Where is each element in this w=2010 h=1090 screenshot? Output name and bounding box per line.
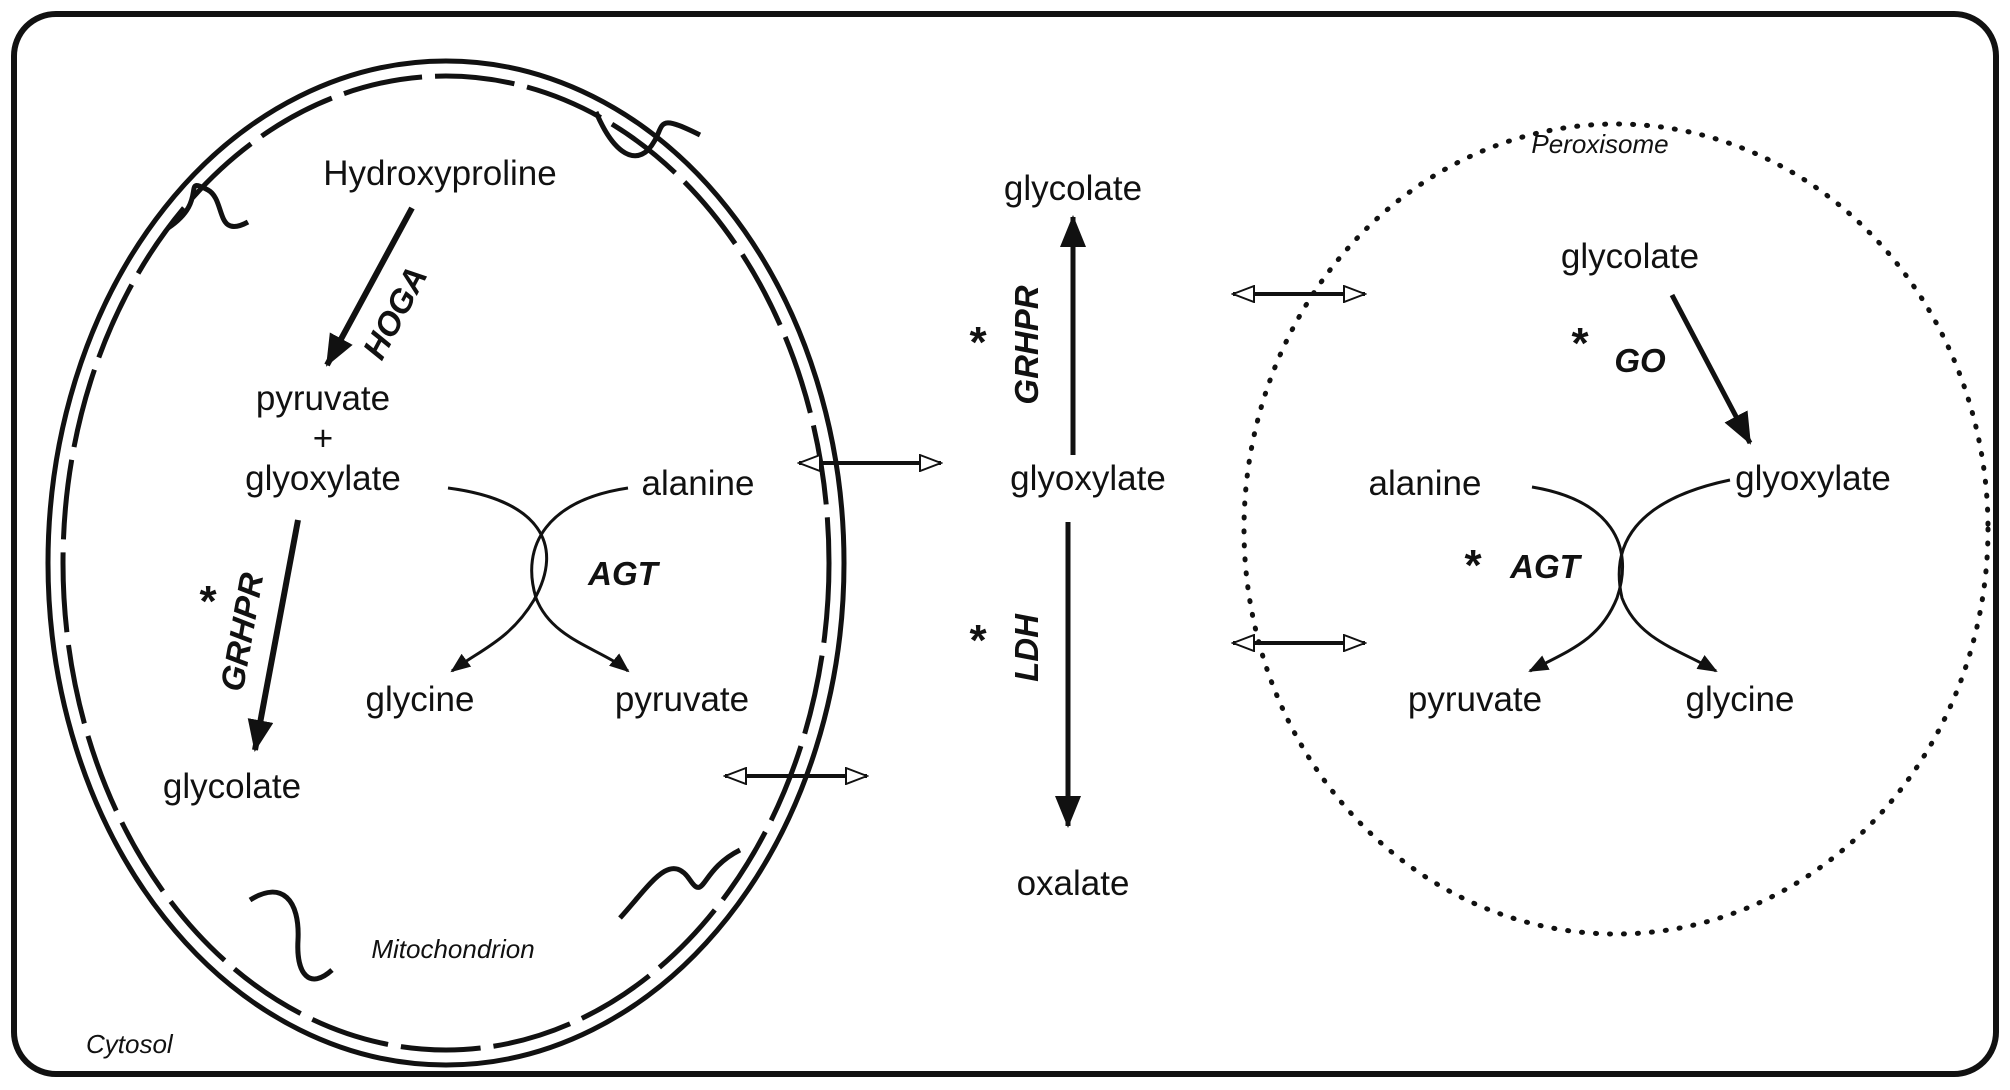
- glycolate-label: glycolate: [163, 767, 301, 806]
- alanine-label: alanine: [642, 464, 755, 503]
- pyruvate-label: pyruvate: [615, 680, 749, 719]
- grhpr-enzyme-label: GRHPR: [1008, 285, 1045, 404]
- agt-reaction-curve: [1617, 478, 1731, 673]
- plus-sign: +: [313, 419, 333, 458]
- agt-asterisk: *: [1464, 541, 1482, 590]
- mitochondrion-outer-membrane: [45, 58, 847, 1068]
- hoga-arrow: [324, 206, 415, 367]
- grhpr-enzyme-label: GRHPR: [213, 570, 270, 694]
- grhpr-asterisk: *: [199, 577, 217, 626]
- crista: [593, 111, 702, 159]
- ldh-asterisk: *: [969, 616, 987, 665]
- peroxisome-label: Peroxisome: [1531, 129, 1668, 159]
- grhpr-arrow: [247, 519, 301, 752]
- glycine-label: glycine: [1686, 680, 1795, 719]
- pyruvate-label: pyruvate: [1408, 680, 1542, 719]
- glycolate-label: glycolate: [1004, 169, 1142, 208]
- mitochondrion-label: Mitochondrion: [371, 934, 534, 964]
- agt-reaction-curve: [530, 486, 630, 673]
- crista: [248, 889, 334, 982]
- glycine-label: glycine: [366, 680, 475, 719]
- peroxisome-membrane: [1241, 121, 1991, 937]
- glyoxylate-label: glyoxylate: [1010, 459, 1166, 498]
- mitochondrion-inner-membrane: [60, 73, 832, 1053]
- cytosol-label: Cytosol: [86, 1029, 174, 1059]
- ldh-enzyme-label: LDH: [1008, 613, 1045, 682]
- alanine-label: alanine: [1369, 464, 1482, 503]
- go-enzyme-label: GO: [1614, 342, 1666, 379]
- agt-reaction-curve: [1528, 485, 1625, 673]
- peroxisome: Peroxisome glycolate * GO glyoxylate ala…: [1241, 121, 1991, 937]
- cytosol-pathway: glycolate * GRHPR glyoxylate * LDH oxala…: [969, 169, 1165, 903]
- hoga-enzyme-label: HOGA: [355, 260, 434, 365]
- hydroxyproline-label: Hydroxyproline: [323, 154, 556, 193]
- grhpr-asterisk: *: [969, 318, 987, 367]
- agt-enzyme-label: AGT: [587, 555, 661, 592]
- crista: [618, 847, 742, 920]
- crista: [166, 183, 250, 231]
- agt-reaction-curve: [447, 486, 549, 673]
- agt-enzyme-label: AGT: [1509, 548, 1583, 585]
- cytosol-frame: [11, 11, 1999, 1077]
- glycolate-label: glycolate: [1561, 237, 1699, 276]
- pyruvate-label: pyruvate: [256, 379, 390, 418]
- go-arrow: [1669, 293, 1753, 445]
- glyoxylate-label: glyoxylate: [245, 459, 401, 498]
- go-asterisk: *: [1571, 319, 1589, 368]
- mitochondrion: Mitochondrion Hydroxyproline HOGA pyruva…: [45, 58, 847, 1068]
- glyoxylate-label: glyoxylate: [1735, 459, 1891, 498]
- oxalate-label: oxalate: [1017, 864, 1130, 903]
